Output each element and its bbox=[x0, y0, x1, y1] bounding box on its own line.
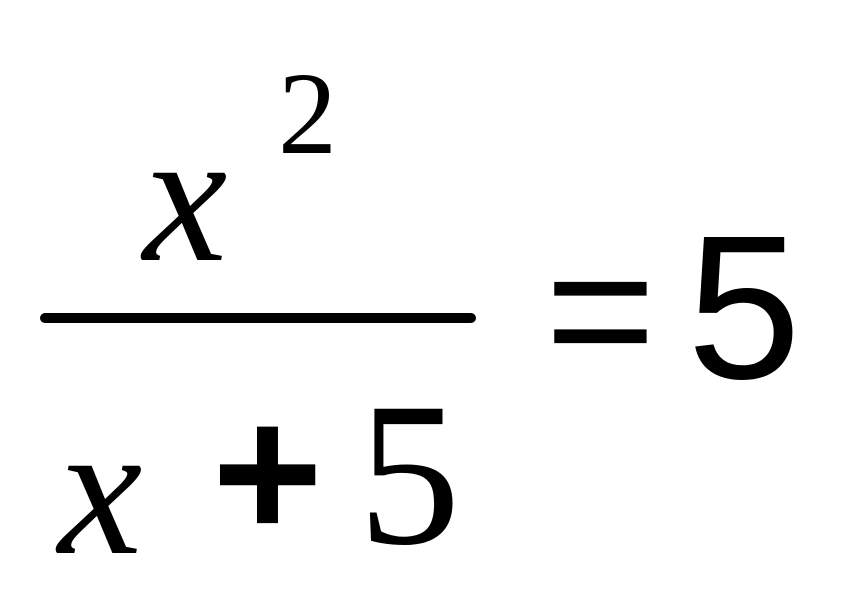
denominator-plus-operator: + bbox=[212, 367, 323, 579]
denominator-constant: 5 bbox=[358, 361, 461, 588]
right-hand-side-value: 5 bbox=[687, 193, 802, 422]
fraction-bar bbox=[40, 313, 476, 323]
numerator-exponent: 2 bbox=[278, 48, 337, 179]
equals-sign: = bbox=[545, 204, 656, 416]
denominator-variable: x bbox=[58, 385, 143, 595]
numerator-variable: x bbox=[143, 92, 228, 302]
